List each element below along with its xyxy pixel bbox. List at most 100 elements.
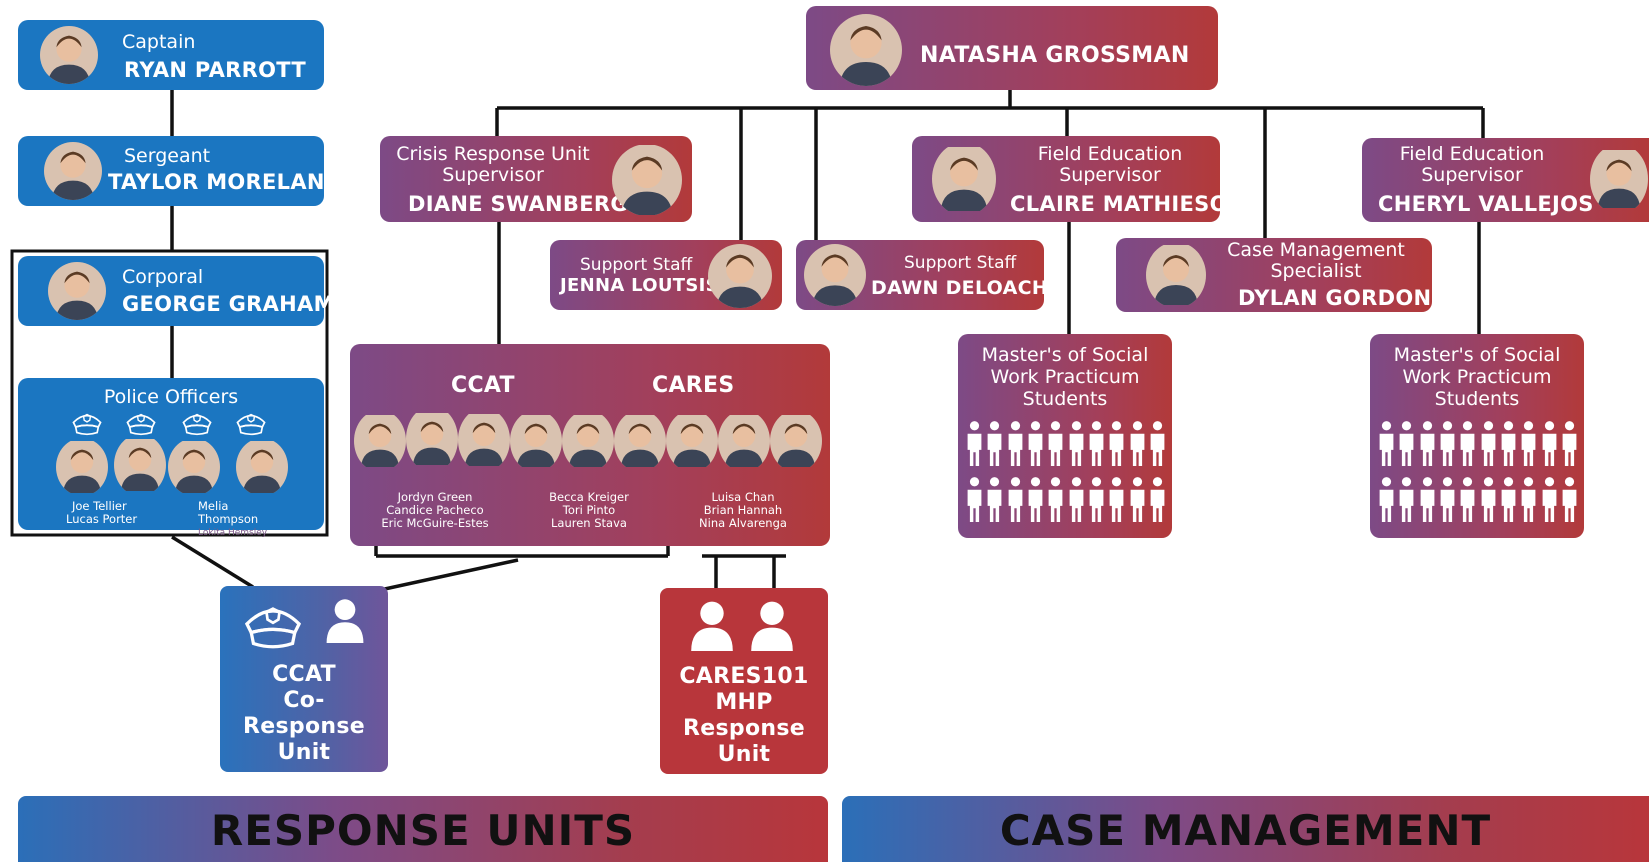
support-dawn-role: Support Staff (904, 253, 1017, 273)
students-icons-row (966, 476, 1166, 522)
case-management-band: CASE MANAGEMENT (842, 796, 1649, 862)
person-icon (686, 598, 738, 652)
police-officers-card: Police Officers Joe Tellier Lucas Porter… (18, 378, 324, 530)
case-management-title: CASE MANAGEMENT (999, 806, 1492, 855)
field-supervisor-cheryl-name: CHERYL VALLEJOS (1378, 192, 1594, 216)
students-group-2-label: Master's of Social Work Practicum Studen… (1393, 344, 1561, 410)
team-member-name: Candice Pacheco (386, 503, 484, 517)
person-icon (322, 596, 368, 644)
students-icons-row (966, 420, 1166, 466)
cares-label: CARES (652, 373, 735, 398)
support-jenna-card: Support Staff JENNA LOUTSIS (550, 240, 782, 310)
officer-name: Melia (198, 499, 229, 513)
support-jenna-photo (708, 244, 772, 308)
students-group-2: Master's of Social Work Practicum Studen… (1370, 334, 1584, 538)
captain-card: Captain RYAN PARROTT (18, 20, 324, 90)
support-jenna-name: JENNA LOUTSIS (560, 275, 719, 296)
crisis-supervisor-photo (612, 144, 682, 216)
ccat-unit-line: Response (243, 714, 365, 739)
team-member-name: Lauren Stava (551, 516, 627, 530)
team-photo (666, 410, 718, 472)
police-cap-icon (70, 410, 104, 436)
team-photo (770, 410, 822, 472)
team-photo (406, 406, 458, 472)
director-card: NATASHA GROSSMAN (806, 6, 1218, 90)
field-supervisor-claire-name: CLAIRE MATHIESON (1010, 192, 1246, 216)
cares-unit-line: CARES101 (679, 664, 809, 689)
response-units-title: RESPONSE UNITS (210, 806, 636, 855)
officer-name: Lucas Porter (66, 512, 138, 526)
officer-photo (114, 434, 166, 496)
team-member-name: Nina Alvarenga (699, 516, 787, 530)
team-card: CCAT CARES Jordyn Green Candice Pacheco … (350, 344, 830, 546)
field-supervisor-cheryl-card: Field Education Supervisor CHERYL VALLEJ… (1362, 138, 1649, 222)
officer-photo (168, 438, 220, 496)
case-management-role: Case Management Specialist (1227, 239, 1405, 282)
cares-unit-line: Unit (717, 742, 771, 767)
sergeant-name: TAYLOR MORELAND (108, 170, 343, 194)
ccat-label: CCAT (451, 373, 515, 398)
case-management-name: DYLAN GORDON (1238, 286, 1432, 310)
police-cap-icon (180, 410, 214, 436)
support-dawn-name: DAWN DELOACH (871, 277, 1049, 299)
team-photo (458, 408, 510, 472)
support-dawn-card: Support Staff DAWN DELOACH (796, 240, 1048, 310)
officer-name: Joe Tellier (72, 499, 127, 513)
team-photo (354, 410, 406, 472)
officer-name: Thompson (198, 512, 259, 526)
officer-photo (56, 438, 108, 496)
corporal-role: Corporal (122, 266, 204, 288)
officer-name-faint: Lokita Hemsley (198, 528, 268, 538)
support-dawn-photo (804, 244, 866, 306)
sergeant-photo (44, 142, 102, 200)
sergeant-card: Sergeant TAYLOR MORELAND (18, 136, 342, 206)
crisis-supervisor-role: Crisis Response Unit Supervisor (396, 143, 590, 186)
students-group-1: Master's of Social Work Practicum Studen… (958, 334, 1172, 538)
cares-unit-line: Response (683, 716, 805, 741)
cares-unit-card: CARES101 MHP Response Unit (660, 588, 828, 774)
team-photo (562, 410, 614, 472)
team-member-name: Becca Kreiger (549, 490, 629, 504)
captain-photo (40, 26, 98, 84)
corporal-name: GEORGE GRAHAM (122, 292, 335, 316)
police-cap-icon (240, 600, 306, 650)
field-supervisor-claire-photo (932, 142, 996, 216)
cares-unit-line: MHP (715, 690, 773, 715)
officer-photo (236, 438, 288, 496)
director-photo (830, 14, 902, 86)
crisis-supervisor-name: DIANE SWANBERG (408, 192, 628, 216)
team-photo (510, 410, 562, 472)
team-member-name: Brian Hannah (703, 503, 783, 517)
police-cap-icon (124, 410, 158, 436)
director-name: NATASHA GROSSMAN (920, 43, 1190, 68)
ccat-unit-line: CCAT (272, 662, 336, 687)
person-icon (746, 598, 798, 652)
ccat-unit-card: CCAT Co- Response Unit (220, 586, 388, 772)
team-member-name: Luisa Chan (711, 490, 775, 504)
police-cap-icon (234, 410, 268, 436)
support-jenna-role: Support Staff (580, 255, 693, 275)
crisis-supervisor-card: Crisis Response Unit Supervisor DIANE SW… (380, 136, 692, 222)
students-group-1-label: Master's of Social Work Practicum Studen… (981, 344, 1149, 410)
team-member-name: Eric McGuire-Estes (381, 516, 489, 530)
field-supervisor-cheryl-photo (1590, 144, 1648, 214)
sergeant-role: Sergeant (124, 145, 211, 167)
team-photo (718, 410, 770, 472)
case-management-card: Case Management Specialist DYLAN GORDON (1116, 238, 1432, 312)
team-member-name: Tori Pinto (562, 503, 616, 517)
team-member-name: Jordyn Green (397, 490, 473, 504)
captain-name: RYAN PARROTT (124, 58, 306, 82)
field-supervisor-claire-card: Field Education Supervisor CLAIRE MATHIE… (912, 136, 1245, 222)
students-icons-row (1378, 420, 1578, 466)
ccat-unit-line: Co- (283, 688, 325, 713)
response-units-band: RESPONSE UNITS (18, 796, 828, 862)
ccat-unit-line: Unit (277, 740, 331, 765)
corporal-card: Corporal GEORGE GRAHAM (18, 256, 334, 326)
police-officers-title: Police Officers (103, 386, 239, 408)
team-photo (614, 410, 666, 472)
students-icons-row (1378, 476, 1578, 522)
case-management-photo (1146, 242, 1206, 308)
captain-role: Captain (122, 31, 196, 53)
field-supervisor-cheryl-role: Field Education Supervisor (1399, 143, 1545, 186)
